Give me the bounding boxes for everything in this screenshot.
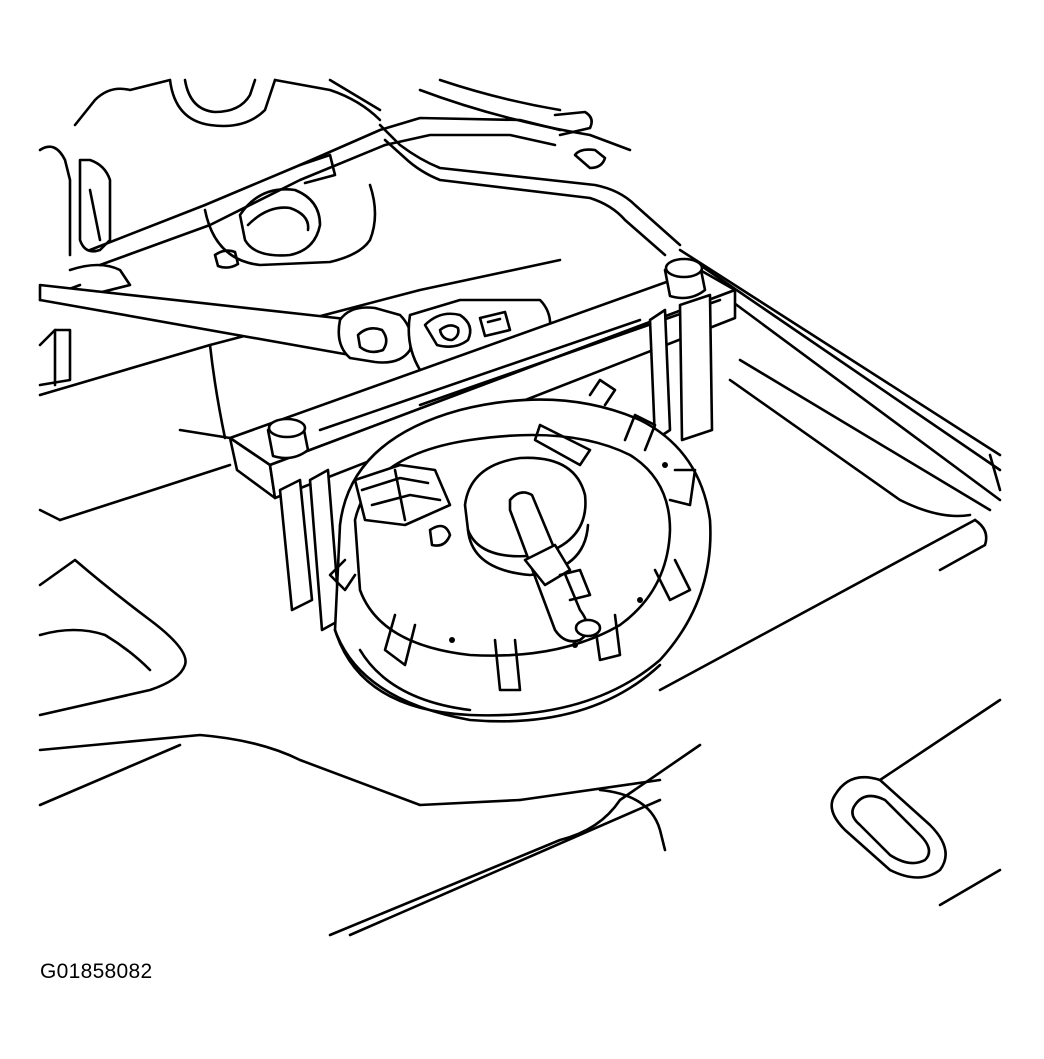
evap-valve	[203, 183, 377, 269]
fuel-lines	[88, 110, 682, 267]
floor-detail-lines	[178, 343, 992, 518]
fuel-pump-module	[328, 378, 712, 723]
floor-pan-outline	[38, 248, 1002, 937]
left-recess-panel	[38, 558, 187, 717]
upper-tank-components	[38, 78, 632, 387]
bracket-bolts	[266, 257, 707, 460]
figure-code-label: G01858082	[40, 960, 153, 983]
drain-oval	[830, 775, 947, 879]
